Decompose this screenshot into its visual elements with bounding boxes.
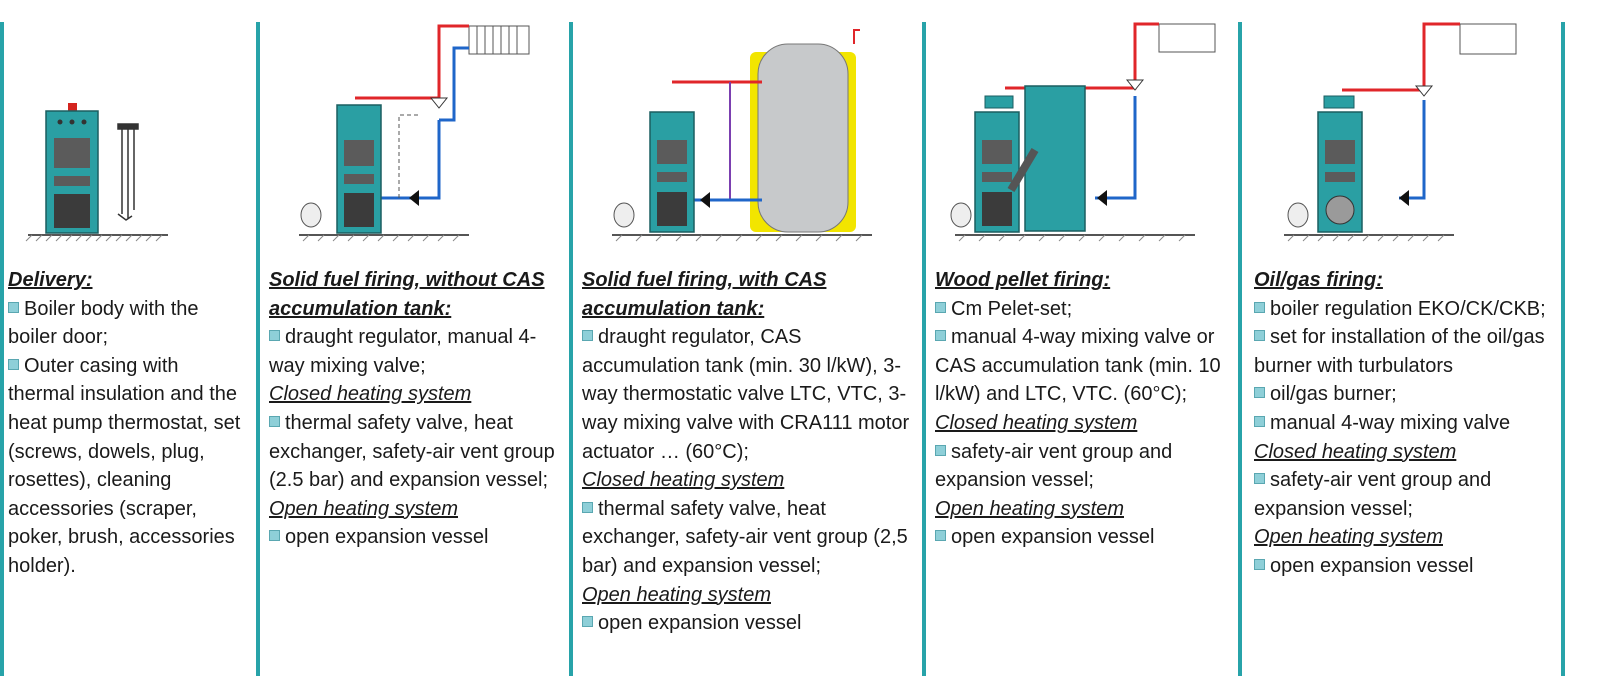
list-item: open expansion vessel [269, 523, 561, 552]
expansion-vessel-icon [613, 202, 635, 228]
list-item: manual 4-way mixing valve [1254, 409, 1554, 438]
square-bullet-icon [935, 530, 946, 542]
mixing-valve-icon [1125, 79, 1145, 91]
subheading: Open heating system [269, 497, 458, 520]
subheading: Closed heating system [935, 411, 1138, 434]
square-bullet-icon [935, 444, 946, 456]
list-item: Boiler body with the boiler door; [8, 297, 199, 349]
expansion-vessel-icon [1287, 202, 1309, 228]
square-bullet-icon [1254, 301, 1265, 313]
subheading: Open heating system [1254, 526, 1443, 549]
pellet-feeder-icon [1007, 147, 1039, 193]
delivery-text: Delivery: Boiler body with the boiler do… [8, 266, 248, 581]
square-bullet-icon [1254, 558, 1265, 570]
column-title: Oil/gas firing: [1254, 269, 1383, 291]
list-item: Cm Pelet-set; [935, 295, 1231, 324]
square-bullet-icon [269, 530, 280, 542]
expansion-vessel-icon [950, 202, 972, 228]
square-bullet-icon [269, 415, 280, 427]
list-item: set for installation of the oil/gas burn… [1254, 326, 1545, 377]
boiler-icon [45, 103, 99, 234]
square-bullet-icon [1254, 387, 1265, 399]
square-bullet-icon [1254, 330, 1265, 342]
boiler-icon [974, 95, 1020, 233]
accumulation-tank-icon [757, 43, 849, 233]
square-bullet-icon [582, 616, 593, 628]
subheading: Closed heating system [1254, 440, 1457, 463]
delivery-illustration [8, 0, 248, 258]
list-item: open expansion vessel [582, 609, 915, 638]
pump-icon [1097, 190, 1107, 206]
mixing-valve-icon [1414, 85, 1434, 97]
boiler-icon [336, 104, 382, 234]
wood-pellet-text: Wood pellet firing: Cm Pelet-set; manual… [935, 266, 1231, 552]
solid-fuel-without-tank-illustration [269, 0, 561, 258]
solid-fuel-with-tank-illustration [582, 0, 915, 258]
radiator-icon [1158, 23, 1216, 53]
square-bullet-icon [582, 330, 593, 342]
column-divider [256, 22, 260, 676]
oil-gas-illustration [1254, 0, 1554, 258]
list-item: Outer casing with thermal insulation and… [8, 354, 241, 577]
list-item: thermal safety valve, heat exchanger, sa… [582, 497, 908, 577]
pellet-hopper-icon [1024, 85, 1086, 232]
list-item: open expansion vessel [935, 523, 1231, 552]
pump-icon [700, 192, 710, 208]
square-bullet-icon [1254, 415, 1265, 427]
list-item: open expansion vessel [1254, 552, 1554, 581]
column-divider [569, 22, 573, 676]
column-divider [922, 22, 926, 676]
list-item: draught regulator, CAS accumulation tank… [582, 326, 910, 463]
radiator-icon [1459, 23, 1517, 55]
column-title: Delivery: [8, 269, 93, 291]
column-solid-fuel-without-tank: Solid fuel firing, without CAS accumulat… [269, 0, 561, 676]
boiler-icon [1317, 95, 1363, 233]
column-solid-fuel-with-tank: Solid fuel firing, with CAS accumulation… [582, 0, 915, 676]
solid-fuel-without-tank-text: Solid fuel firing, without CAS accumulat… [269, 266, 561, 552]
mixing-valve-icon [429, 97, 449, 109]
square-bullet-icon [1254, 473, 1265, 485]
column-divider [1238, 22, 1242, 676]
column-delivery: Delivery: Boiler body with the boiler do… [8, 0, 248, 676]
boiler-icon [649, 111, 695, 233]
list-item: thermal safety valve, heat exchanger, sa… [269, 411, 555, 492]
list-item: boiler regulation EKO/CK/CKB; [1254, 295, 1554, 324]
subheading: Open heating system [582, 583, 771, 606]
list-item: draught regulator, manual 4-way mixing v… [269, 326, 537, 377]
list-item: oil/gas burner; [1254, 380, 1554, 409]
square-bullet-icon [935, 330, 946, 342]
subheading: Closed heating system [269, 383, 472, 406]
accessories-holder-icon [117, 123, 139, 221]
column-oil-gas: Oil/gas firing: boiler regulation EKO/CK… [1254, 0, 1554, 676]
solid-fuel-with-tank-text: Solid fuel firing, with CAS accumulation… [582, 266, 915, 638]
column-divider [1561, 22, 1565, 676]
pump-icon [409, 190, 419, 206]
column-title: Wood pellet firing: [935, 269, 1111, 291]
wood-pellet-illustration [935, 0, 1231, 258]
square-bullet-icon [8, 358, 19, 370]
column-wood-pellet: Wood pellet firing: Cm Pelet-set; manual… [935, 0, 1231, 676]
oil-gas-burner-icon [1325, 195, 1355, 225]
square-bullet-icon [8, 301, 19, 313]
column-divider [0, 22, 4, 676]
subheading: Open heating system [935, 497, 1124, 520]
list-item: manual 4-way mixing valve or CAS accumul… [935, 326, 1221, 406]
subheading: Closed heating system [582, 469, 785, 492]
square-bullet-icon [269, 330, 280, 342]
column-title: Solid fuel firing, without CAS accumulat… [269, 269, 545, 320]
square-bullet-icon [935, 301, 946, 313]
list-item: safety-air vent group and expansion vess… [1254, 469, 1492, 520]
expansion-vessel-icon [300, 202, 322, 228]
radiator-icon [468, 25, 530, 55]
list-item: safety-air vent group and expansion vess… [935, 440, 1173, 492]
column-title: Solid fuel firing, with CAS accumulation… [582, 269, 827, 320]
oil-gas-text: Oil/gas firing: boiler regulation EKO/CK… [1254, 266, 1554, 581]
square-bullet-icon [582, 501, 593, 513]
pump-icon [1399, 190, 1409, 206]
